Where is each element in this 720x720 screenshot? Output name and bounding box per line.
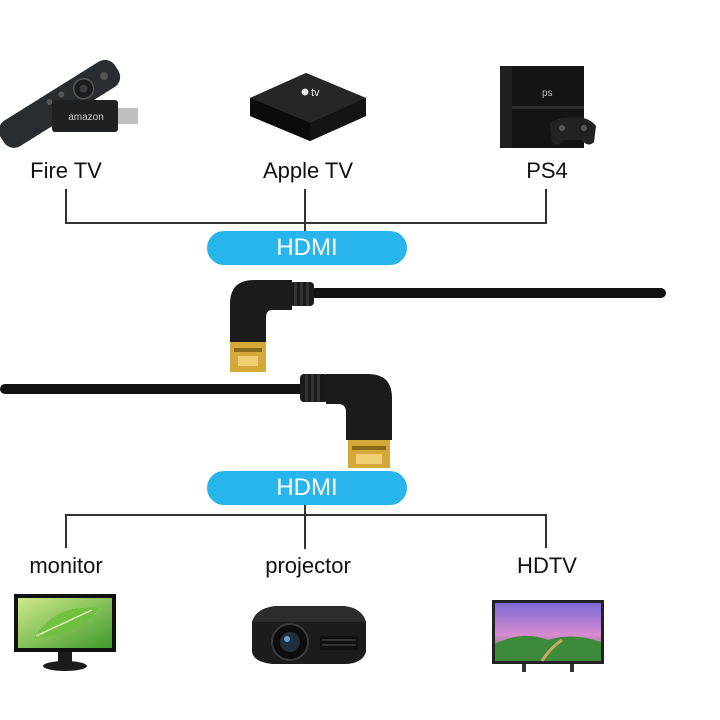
display-label-hdtv: HDTV: [517, 553, 577, 578]
hdtv-icon: [492, 600, 604, 672]
fire-tv-stick-icon: amazon: [0, 59, 138, 148]
display-label-monitor: monitor: [29, 553, 103, 578]
monitor-icon: [14, 594, 116, 671]
hdmi-badge-top-label: HDMI: [276, 234, 338, 261]
hdmi-badge-top: HDMI: [207, 231, 407, 265]
source-line-apple-tv: [304, 189, 306, 233]
source-line-fire-tv: [65, 189, 67, 223]
svg-text:amazon: amazon: [68, 112, 104, 123]
apple-tv-box-icon: tv: [250, 73, 366, 141]
hdmi-cable-top: [230, 280, 666, 372]
source-line-ps4: [545, 189, 547, 223]
source-label-ps4: PS4: [526, 158, 568, 183]
source-label-fire-tv: Fire TV: [30, 158, 102, 183]
source-bracket-horizontal: [65, 222, 547, 224]
hdmi-cable-bottom: [0, 374, 392, 468]
display-line-projector: [304, 505, 306, 549]
hdmi-badge-bottom-label: HDMI: [276, 474, 338, 501]
svg-text:ps: ps: [542, 88, 553, 99]
hdmi-badge-bottom: HDMI: [207, 471, 407, 505]
projector-icon: [252, 606, 366, 664]
ps4-console-icon: ps: [500, 66, 596, 148]
display-bracket-horizontal: [65, 514, 547, 516]
display-line-hdtv: [545, 514, 547, 548]
display-label-projector: projector: [265, 553, 351, 578]
svg-text:tv: tv: [311, 87, 320, 99]
source-label-apple-tv: Apple TV: [262, 158, 354, 183]
display-line-monitor: [65, 514, 67, 548]
